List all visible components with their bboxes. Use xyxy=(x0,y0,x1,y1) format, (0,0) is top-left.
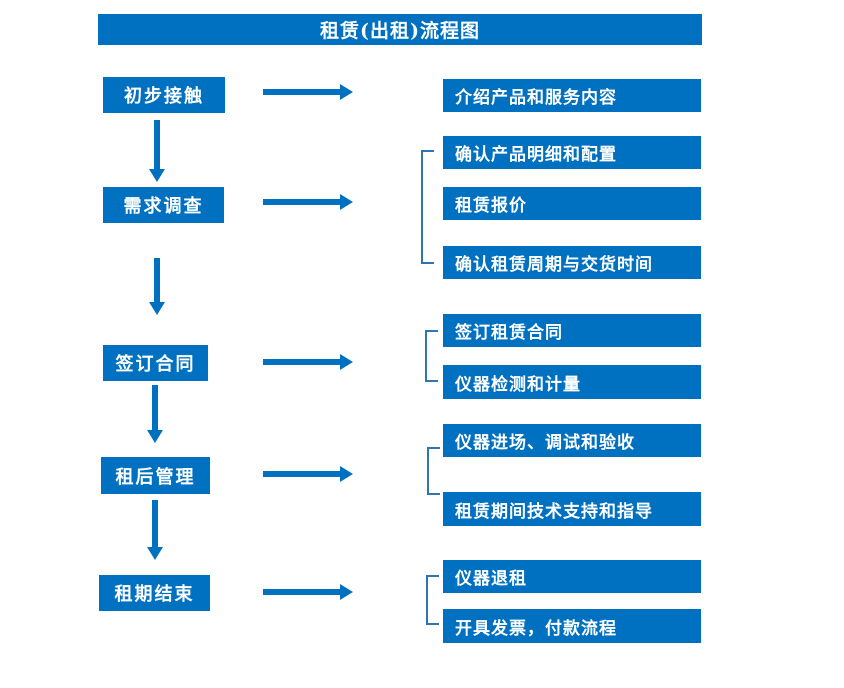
detail-box-rental-quote: 租赁报价 xyxy=(443,187,701,220)
diagram-title: 租赁(出租)流程图 xyxy=(320,20,480,42)
diagram-title-bar: 租赁(出租)流程图 xyxy=(98,14,702,45)
arrow-head xyxy=(149,302,165,315)
arrow-head xyxy=(340,354,353,370)
arrow-head xyxy=(149,169,165,182)
detail-box-tech-support: 租赁期间技术支持和指导 xyxy=(443,492,701,526)
arrow-shaft xyxy=(152,385,158,430)
step-box-rental-end: 租期结束 xyxy=(99,575,210,611)
step-box-demand-survey: 需求调查 xyxy=(103,187,224,223)
bracket-connector-icon xyxy=(426,575,439,625)
arrow-shaft xyxy=(154,120,160,169)
arrow-shaft xyxy=(263,199,340,205)
arrow-shaft xyxy=(263,589,340,595)
arrow-head xyxy=(147,430,163,443)
bracket-connector-icon xyxy=(427,447,440,495)
arrow-head xyxy=(147,547,163,560)
arrow-shaft xyxy=(263,471,340,477)
arrow-shaft xyxy=(263,359,340,365)
arrow-right-icon xyxy=(263,584,353,600)
arrow-down-icon xyxy=(147,500,163,560)
arrow-right-icon xyxy=(263,194,353,210)
arrow-head xyxy=(340,84,353,100)
arrow-shaft xyxy=(263,89,340,95)
arrow-head xyxy=(340,194,353,210)
step-box-initial-contact: 初步接触 xyxy=(103,77,225,113)
arrow-right-icon xyxy=(263,354,353,370)
detail-box-instrument-setup: 仪器进场、调试和验收 xyxy=(443,424,701,457)
detail-box-confirm-period-delivery: 确认租赁周期与交货时间 xyxy=(443,246,701,279)
detail-box-instrument-testing: 仪器检测和计量 xyxy=(443,365,701,399)
arrow-shaft xyxy=(154,258,160,302)
detail-box-invoice-payment: 开具发票，付款流程 xyxy=(443,609,701,643)
arrow-right-icon xyxy=(263,84,353,100)
bracket-connector-icon xyxy=(421,150,434,264)
arrow-right-icon xyxy=(263,466,353,482)
detail-box-confirm-product-config: 确认产品明细和配置 xyxy=(443,136,701,169)
detail-box-instrument-return: 仪器退租 xyxy=(443,560,701,593)
detail-box-introduce-products: 介绍产品和服务内容 xyxy=(443,79,701,112)
step-box-post-rental-mgmt: 租后管理 xyxy=(101,457,210,494)
arrow-down-icon xyxy=(149,120,165,182)
arrow-shaft xyxy=(152,500,158,547)
step-box-sign-contract: 签订合同 xyxy=(103,345,208,381)
detail-box-sign-rental-contract: 签订租赁合同 xyxy=(443,314,701,347)
bracket-connector-icon xyxy=(425,330,438,382)
arrow-head xyxy=(340,466,353,482)
arrow-head xyxy=(340,584,353,600)
arrow-down-icon xyxy=(149,258,165,315)
arrow-down-icon xyxy=(147,385,163,443)
